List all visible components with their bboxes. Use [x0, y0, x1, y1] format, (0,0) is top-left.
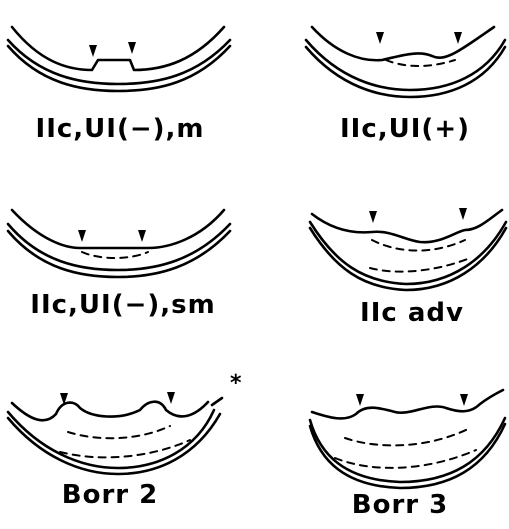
- panel-iic-adv-drawing: [310, 208, 506, 290]
- muscularis-dashed-line: [335, 450, 476, 468]
- panel-iic-ul-plus-drawing: [306, 27, 505, 97]
- panel-borr-2-drawing: [8, 392, 222, 474]
- muscularis-dashed-line: [370, 258, 470, 272]
- arrowhead-marker: [356, 394, 364, 406]
- panel-label-iic-ul-plus: IIc,UI(+): [340, 114, 470, 144]
- arrowhead-marker: [376, 32, 384, 44]
- arrowhead-marker: [369, 211, 377, 223]
- panel-borr-3-drawing: [310, 390, 505, 488]
- arrowhead-marker: [454, 32, 462, 44]
- arrowhead-marker: [459, 208, 467, 220]
- arrowhead-marker: [167, 392, 175, 404]
- panel-iic-ul-minus-sm-drawing: [8, 210, 230, 277]
- mucosal-surface-line: [12, 402, 208, 421]
- arrowhead-marker: [138, 230, 146, 242]
- mucosal-surface-line: [12, 27, 224, 70]
- panel-label-iic-adv: IIc adv: [360, 298, 464, 328]
- submucosal-dashed-line: [386, 60, 455, 66]
- submucosal-dashed-line: [345, 428, 470, 445]
- panel-label-borr-3: Borr 3: [352, 490, 448, 520]
- panel-iic-ul-minus-m-drawing: [8, 27, 230, 91]
- asterisk-marker: *: [230, 371, 243, 396]
- panel-label-iic-ul-minus-sm: IIc,UI(−),sm: [30, 290, 215, 320]
- panel-label-iic-ul-minus-m: IIc,UI(−),m: [36, 114, 205, 144]
- serosal-tick: [212, 398, 222, 405]
- mucosal-surface-line: [312, 27, 494, 60]
- outer-wall-line-1: [310, 222, 506, 284]
- mucosal-surface-line: [312, 390, 503, 418]
- submucosal-dashed-line: [82, 252, 148, 258]
- outer-wall-line-1: [8, 40, 230, 84]
- panel-label-borr-2: Borr 2: [62, 480, 158, 510]
- arrowhead-marker: [89, 45, 97, 57]
- arrowhead-marker: [78, 230, 86, 242]
- mucosal-surface-line: [312, 210, 502, 242]
- arrowhead-marker: [460, 394, 468, 406]
- submucosal-dashed-line: [68, 426, 170, 438]
- arrowhead-marker: [128, 42, 136, 54]
- mucosal-surface-line: [12, 210, 224, 248]
